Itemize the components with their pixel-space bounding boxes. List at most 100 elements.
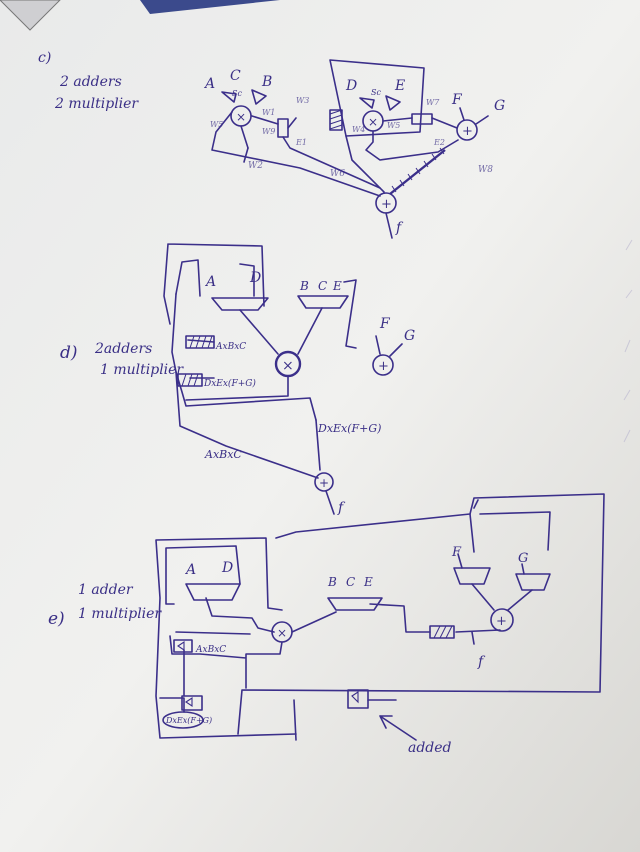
d-reg1-label: AxBxC <box>215 342 246 352</box>
section-e-label: e) <box>48 609 65 629</box>
d-adder-fg-symbol: + <box>378 359 389 374</box>
d-adder-input-g: G <box>404 328 415 344</box>
c-input-a: A <box>203 76 215 92</box>
c-enable-e2: E2 <box>433 138 445 147</box>
c-left-wires <box>211 111 381 197</box>
c-register-e2 <box>411 113 433 125</box>
e-mux-ad <box>185 583 241 601</box>
c-weight-w8: W8 <box>478 165 493 175</box>
e-adder-symbol: + <box>496 614 507 629</box>
c-hatched-wire <box>389 149 446 195</box>
c-select-left: Sc <box>232 89 242 98</box>
c-adder-final-symbol: + <box>381 197 392 212</box>
c-weight-w7: W7 <box>426 98 440 107</box>
c-input-g: G <box>494 98 505 114</box>
section-d-resources-line2: 1 multiplier <box>100 362 184 378</box>
d-output-wire <box>325 490 335 515</box>
d-adder-input-f: F <box>379 316 391 332</box>
c-input-e: E <box>394 78 405 94</box>
e-added-register <box>347 689 369 709</box>
e-mux1-wires <box>165 545 275 633</box>
d-register-1 <box>185 335 215 349</box>
c-adder-right-symbol: + <box>462 124 473 139</box>
section-d-label: d) <box>60 343 78 363</box>
e-added-arrow <box>379 715 417 741</box>
c-right-wires <box>345 107 489 195</box>
e-adder <box>490 608 514 632</box>
section-d-resources-line1: 2adders <box>94 341 152 357</box>
c-select-right: Sc <box>371 88 381 97</box>
c-weight-w6: W6 <box>330 169 345 179</box>
d-mux-input-d: D <box>249 270 261 286</box>
c-right-mux-marks <box>359 95 401 111</box>
e-reg2-label: DxEx(F+G) <box>165 716 212 725</box>
d-adder-final-symbol: + <box>319 476 329 490</box>
d-wire-label-right: DxEx(F+G) <box>317 422 381 435</box>
c-output-f: f <box>395 220 404 236</box>
section-e-resources-line2: 1 multiplier <box>78 606 162 622</box>
e-mux1-input-d: D <box>221 560 233 576</box>
c-enable-e1: E1 <box>295 138 307 147</box>
e-annotation-added: added <box>408 740 452 756</box>
section-c-label: c) <box>38 50 51 66</box>
e-mux-bce <box>327 597 383 611</box>
e-register-1 <box>173 639 193 653</box>
d-adder-fg-wires <box>375 335 403 357</box>
d-adder-final <box>314 472 334 492</box>
c-weight-w6-left: W5 <box>210 120 223 129</box>
c-weight-w9: W9 <box>262 127 275 136</box>
corner-object <box>0 0 61 31</box>
e-mux-f <box>453 567 491 585</box>
c-input-c: C <box>230 68 241 84</box>
e-mux-g <box>515 573 551 591</box>
e-mux-f-label: F <box>451 545 462 560</box>
e-register-f <box>429 625 455 639</box>
section-e: e) 1 adder 1 multiplier A D B C E × F <box>48 493 605 756</box>
d-output-wires <box>175 371 321 479</box>
section-c: c) 2 adders 2 multiplier A C B Sc × W5 W… <box>38 50 505 239</box>
c-mult-right-symbol: × <box>368 115 378 129</box>
e-adder-wires <box>471 583 533 611</box>
e-mux1-input-a: A <box>184 562 196 578</box>
d-mux-bce <box>297 295 349 309</box>
section-e-resources-line1: 1 adder <box>78 582 134 598</box>
d-mux-input-b: B <box>299 279 309 293</box>
d-mux-input-a: A <box>204 274 216 290</box>
d-adder-fg <box>372 354 394 376</box>
c-adder-right <box>456 119 478 141</box>
c-left-mux-marks <box>221 89 267 105</box>
c-weight-w2: W2 <box>248 161 263 171</box>
e-output-f: f <box>477 654 486 670</box>
e-outer-wires <box>155 493 605 739</box>
c-hatched-block-left <box>329 109 343 131</box>
d-multiplier-symbol: × <box>282 358 294 374</box>
d-wire-label-left: AxBxC <box>204 448 242 461</box>
c-output-wire <box>385 212 393 239</box>
e-mux-g-group: G <box>515 551 551 591</box>
e-mux2-input-e: E <box>363 575 373 589</box>
c-input-d: D <box>345 78 357 94</box>
c-weight-w1: W1 <box>262 108 275 117</box>
c-weight-w4: W4 <box>352 125 365 134</box>
section-c-resources-line1: 2 adders <box>59 74 122 90</box>
d-reg2-label: DxEx(F+G) <box>203 378 256 389</box>
e-mux2-input-b: B <box>327 575 337 589</box>
e-multiplier-symbol: × <box>277 626 287 640</box>
d-feedback-wires <box>163 243 317 421</box>
d-output-f: f <box>337 500 346 516</box>
section-c-resources-line2: 2 multiplier <box>54 96 139 112</box>
c-weight-w5: W5 <box>387 121 400 130</box>
e-mult-wires <box>159 603 501 713</box>
e-mux2-input-c: C <box>346 575 355 589</box>
c-input-b: B <box>261 74 272 90</box>
d-mux-input-c: C <box>318 279 327 293</box>
c-weight-w3: W3 <box>296 96 309 105</box>
d-register-2 <box>177 373 203 387</box>
blue-object-top <box>140 0 280 14</box>
d-mux-ad <box>211 297 269 311</box>
e-register-2 <box>181 695 203 711</box>
d-mux-input-e: E <box>332 279 342 293</box>
